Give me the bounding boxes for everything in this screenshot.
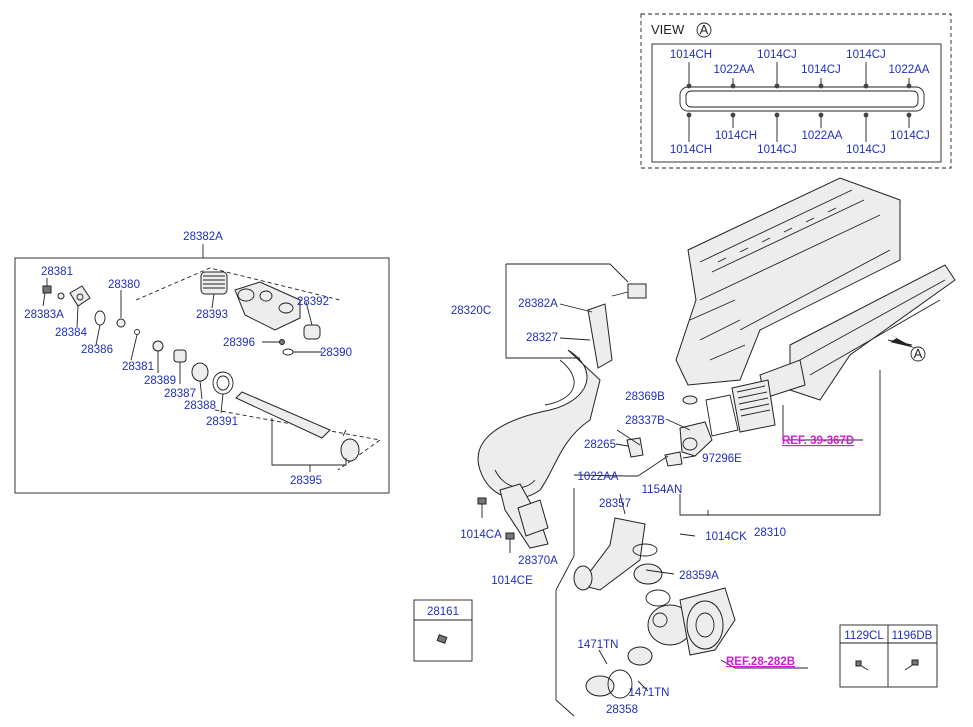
part-label-28391[interactable]: 28391: [206, 416, 238, 428]
left-assembly-group: 28382A: [14, 231, 390, 494]
hose-28357: [573, 517, 658, 591]
part-label-28359A[interactable]: 28359A: [679, 570, 719, 582]
group-title-28382A[interactable]: 28382A: [183, 231, 223, 243]
part-label-1471TN[interactable]: 1471TN: [578, 639, 619, 651]
bolt-holes: [686, 83, 912, 118]
view-marker: A: [700, 22, 709, 37]
part-label-28383A[interactable]: 28383A: [24, 309, 64, 321]
view-bottom-label[interactable]: 1014CJ: [846, 144, 886, 156]
part-label-28380[interactable]: 28380: [108, 279, 140, 291]
bolt-icon: [904, 659, 919, 671]
main-assembly: A: [451, 177, 956, 717]
part-label-1129CL[interactable]: 1129CL: [844, 630, 884, 642]
view-arrow-marker: A: [914, 346, 923, 361]
part-label-28386[interactable]: 28386: [81, 344, 113, 356]
part-label-1471TN[interactable]: 1471TN: [629, 687, 670, 699]
part-label-28337B[interactable]: 28337B: [625, 415, 665, 427]
view-bottom-label[interactable]: 1014CH: [670, 144, 712, 156]
view-top-label[interactable]: 1014CJ: [757, 49, 797, 61]
ref-link-39-367D[interactable]: REF. 39-367D: [782, 435, 854, 447]
part-label-1014CE[interactable]: 1014CE: [491, 575, 533, 587]
part-box-28161: 28161: [413, 599, 473, 662]
part-label-28161[interactable]: 28161: [427, 606, 459, 618]
part-label-1014CA[interactable]: 1014CA: [460, 529, 502, 541]
part-label-1196DB[interactable]: 1196DB: [892, 630, 933, 642]
view-title: VIEW: [651, 22, 685, 37]
28383A-bolt: [42, 285, 52, 294]
part-label-28357[interactable]: 28357: [599, 498, 631, 510]
part-label-28320C[interactable]: 28320C: [451, 305, 491, 317]
part-label-28370A[interactable]: 28370A: [518, 555, 558, 567]
view-bottom-label[interactable]: 1014CJ: [890, 130, 930, 142]
28395-shaft: [235, 391, 360, 462]
part-label-28310[interactable]: 28310: [754, 527, 786, 539]
part-label-28387[interactable]: 28387: [164, 388, 196, 400]
part-label-28393[interactable]: 28393: [196, 309, 228, 321]
gasket-outline: [679, 86, 925, 112]
28393-spring: [200, 271, 228, 295]
part-label-28390[interactable]: 28390: [320, 347, 352, 359]
view-top-label[interactable]: 1014CJ: [801, 64, 841, 76]
part-label-28381[interactable]: 28381: [122, 361, 154, 373]
part-label-97296E[interactable]: 97296E: [702, 453, 742, 465]
28369B-washer: [682, 395, 698, 405]
28386-oring: [94, 310, 106, 326]
part-box-bolts: 1129CL 1196DB: [839, 624, 938, 688]
bolt-icon: [855, 660, 869, 671]
28370A-bracket: [517, 499, 549, 537]
part-label-28389[interactable]: 28389: [144, 375, 176, 387]
part-label-1154AN[interactable]: 1154AN: [642, 484, 683, 496]
view-bottom-label[interactable]: 1014CH: [715, 130, 757, 142]
view-top-label[interactable]: 1022AA: [889, 64, 930, 76]
part-label-28388[interactable]: 28388: [184, 400, 216, 412]
valve-parts: [42, 271, 360, 462]
group-frame: [14, 257, 390, 494]
view-top-label[interactable]: 1014CJ: [846, 49, 886, 61]
part-label-28265[interactable]: 28265: [584, 439, 616, 451]
view-bottom-label[interactable]: 1022AA: [802, 130, 843, 142]
view-top-label[interactable]: 1022AA: [714, 64, 755, 76]
part-label-1014CK[interactable]: 1014CK: [705, 531, 747, 543]
part-label-28382A[interactable]: 28382A: [518, 298, 558, 310]
engine-block: [675, 177, 901, 386]
view-a-inset: VIEW A 1014CH 1022AA 1014CJ 1014CJ 1014C…: [640, 13, 952, 169]
28392-cap: [303, 324, 321, 340]
part-label-28384[interactable]: 28384: [55, 327, 88, 339]
part-label-28358[interactable]: 28358: [606, 704, 638, 716]
part-label-28395[interactable]: 28395: [290, 475, 322, 487]
part-label-28327[interactable]: 28327: [526, 332, 558, 344]
28384-flange: [69, 285, 91, 307]
part-label-28392[interactable]: 28392: [297, 296, 329, 308]
part-label-1022AA[interactable]: 1022AA: [578, 471, 619, 483]
view-top-label[interactable]: 1014CH: [670, 49, 712, 61]
part-label-28396[interactable]: 28396: [223, 337, 255, 349]
part-label-28369B[interactable]: 28369B: [625, 391, 665, 403]
28337B-gasket: [731, 379, 776, 433]
intake-pipe-28320C: [477, 349, 601, 549]
view-bottom-label[interactable]: 1014CJ: [757, 144, 797, 156]
valve-housing: [234, 281, 301, 331]
exhaust-manifold: [759, 264, 956, 401]
turbocharger: [647, 587, 736, 656]
sensor-bracket: [587, 283, 647, 369]
part-label-28381[interactable]: 28381: [41, 266, 73, 278]
ref-link-28-282B[interactable]: REF.28-282B: [726, 656, 795, 668]
